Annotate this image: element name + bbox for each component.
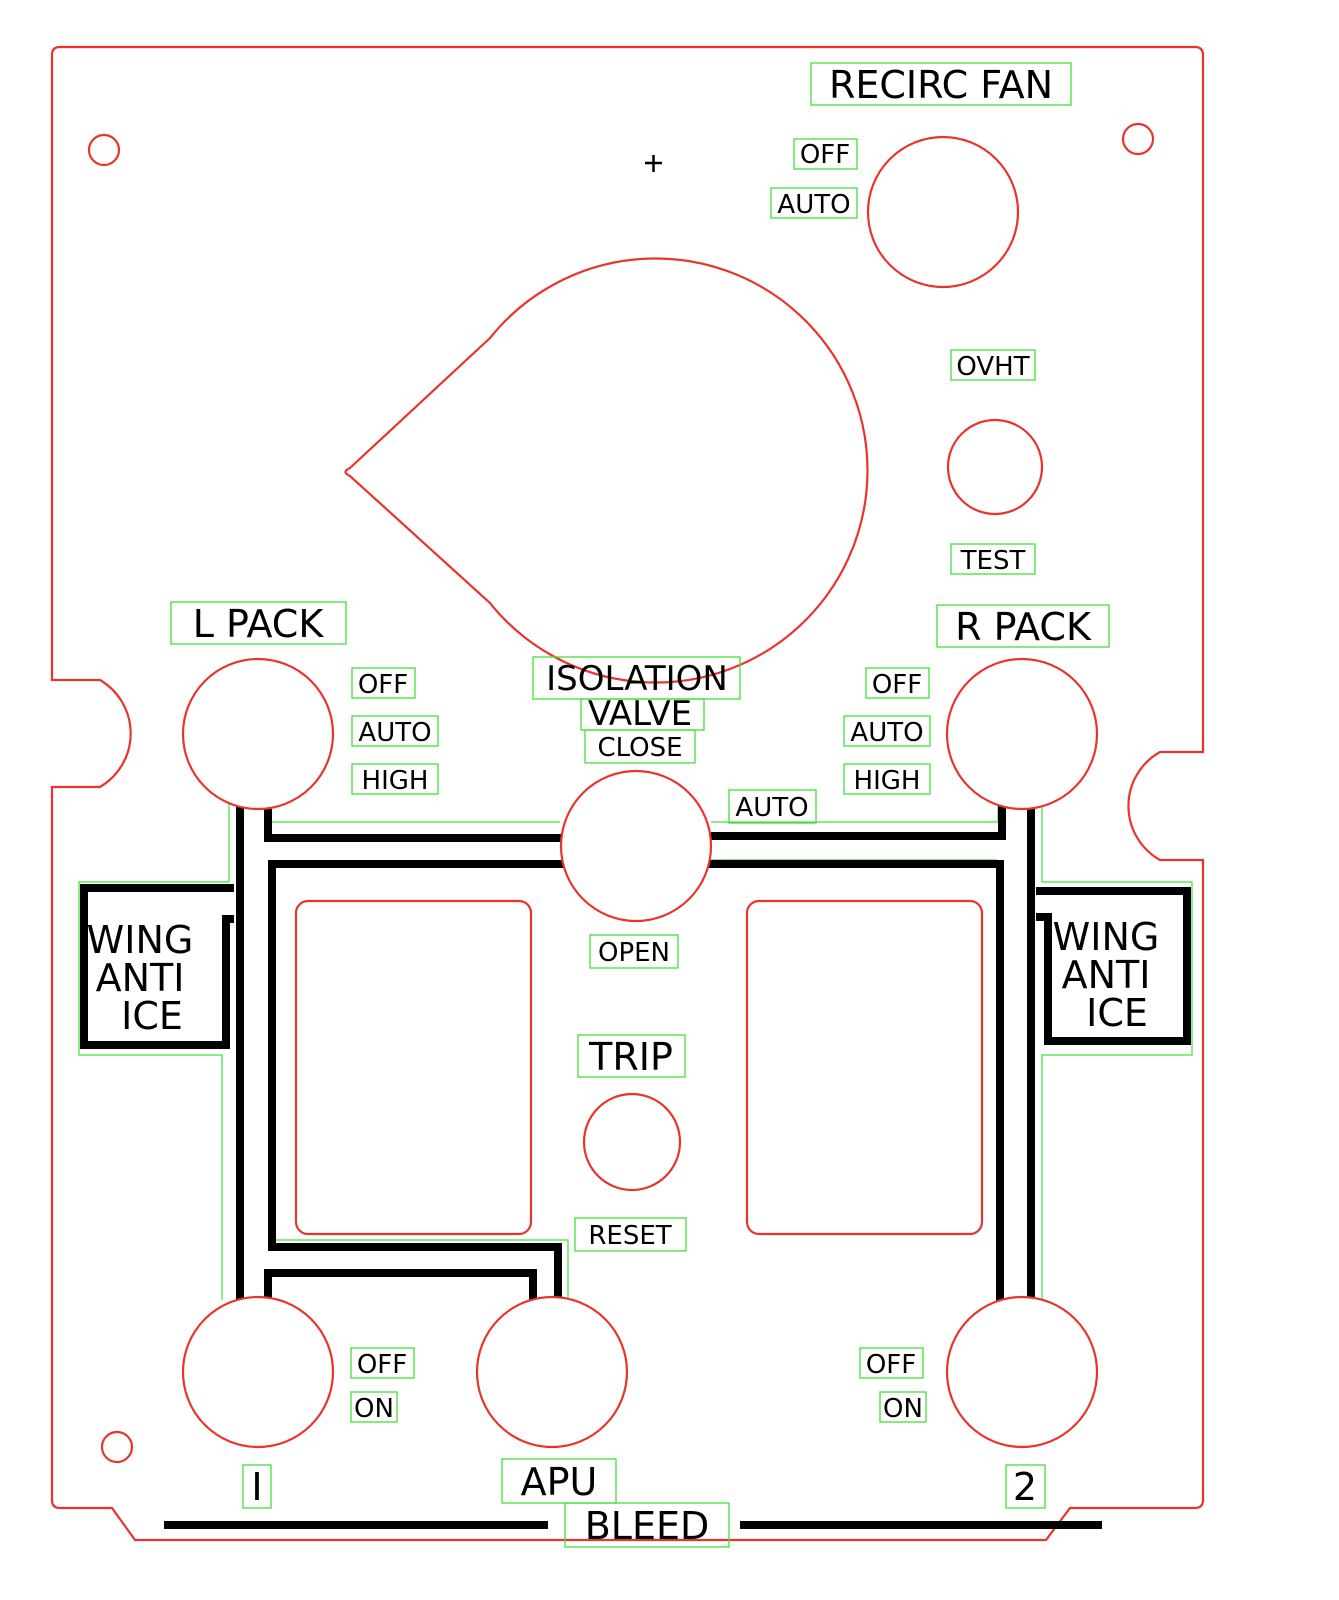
l-pack-off-label: OFF — [358, 670, 408, 700]
bleed-1-off-label: OFF — [357, 1350, 407, 1380]
apu-bleed-title-frame — [501, 1458, 617, 1504]
bleed-1-on-label: ON — [354, 1394, 394, 1424]
apu-bleed-bleed-label: BLEED — [585, 1504, 710, 1548]
r-pack-title-frame — [936, 604, 1110, 648]
l-pack-auto-label: AUTO — [358, 718, 431, 748]
trip-reset-button[interactable] — [582, 1092, 682, 1192]
mounting-hole-top-left — [87, 133, 121, 167]
bleed-2-number: 2 — [1013, 1465, 1037, 1509]
left-display-window — [294, 899, 533, 1236]
apu-bleed-switch[interactable] — [475, 1295, 629, 1449]
ovht-test-button[interactable] — [946, 418, 1044, 516]
recirc-fan-switch[interactable] — [866, 135, 1020, 289]
recirc-fan-title: RECIRC FAN — [829, 63, 1053, 107]
right-display-window — [745, 899, 984, 1236]
wing-anti-ice-right-line2: ANTI — [1062, 953, 1151, 997]
bleed-1-switch[interactable] — [181, 1295, 335, 1449]
isolation-valve-close-label: CLOSE — [597, 733, 682, 763]
wing-anti-ice-left-line1: WING — [87, 918, 194, 962]
trip-title: TRIP — [588, 1035, 673, 1079]
apu-bleed-apu-label: APU — [521, 1460, 598, 1504]
teardrop-gauge — [344, 257, 869, 684]
isolation-valve-open-label: OPEN — [598, 938, 670, 968]
r-pack-high-label: HIGH — [854, 766, 921, 796]
panel-outline — [50, 45, 1205, 1542]
wing-anti-ice-right-line1: WING — [1053, 915, 1160, 959]
bleed-ducts — [80, 804, 1191, 1529]
isolation-valve-switch[interactable] — [559, 769, 713, 923]
r-pack-off-label: OFF — [872, 670, 922, 700]
trip-reset-label: RESET — [588, 1221, 671, 1251]
recirc-fan-auto-label: AUTO — [777, 190, 850, 220]
bleed-2-on-label: ON — [883, 1394, 923, 1424]
isolation-valve-title-line2: VALVE — [588, 694, 692, 734]
isolation-valve-auto-label: AUTO — [735, 793, 808, 823]
ovht-test-label: TEST — [960, 546, 1026, 576]
bleed-1-number: I — [251, 1465, 262, 1509]
wing-anti-ice-left-line3: ICE — [121, 994, 183, 1038]
recirc-fan-title-frame — [810, 62, 1072, 106]
recirc-fan-off-label: OFF — [800, 140, 850, 170]
l-pack-title-frame — [170, 601, 347, 645]
isolation-valve-title-line1: ISOLATION — [546, 659, 728, 699]
r-pack-title: R PACK — [955, 605, 1092, 649]
wing-anti-ice-right-line3: ICE — [1086, 991, 1148, 1035]
l-pack-switch[interactable] — [181, 657, 335, 811]
r-pack-auto-label: AUTO — [850, 718, 923, 748]
center-mark — [645, 155, 662, 172]
wing-anti-ice-left-line2: ANTI — [96, 956, 185, 1000]
ovht-label: OVHT — [956, 352, 1029, 382]
l-pack-title: L PACK — [193, 602, 325, 646]
bleed-2-off-label: OFF — [866, 1350, 916, 1380]
mounting-hole-top-right — [1121, 122, 1155, 156]
mounting-hole-bottom-left — [100, 1430, 134, 1464]
bleed-2-switch[interactable] — [945, 1295, 1099, 1449]
r-pack-switch[interactable] — [945, 657, 1099, 811]
trip-title-frame — [577, 1034, 686, 1078]
l-pack-high-label: HIGH — [362, 766, 429, 796]
